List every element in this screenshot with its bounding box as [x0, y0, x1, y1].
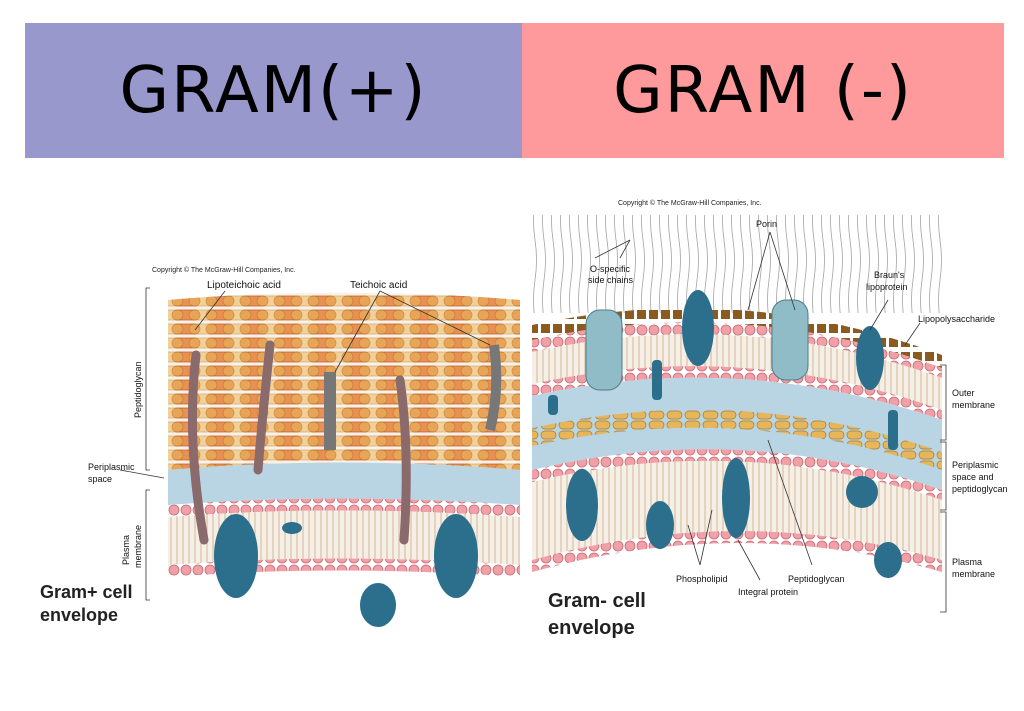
plasma-membrane-vertical-label-1: Plasma	[121, 535, 131, 565]
porin-proteins	[585, 299, 809, 391]
peptidoglycan-label: Peptidoglycan	[788, 574, 845, 584]
teichoic-acid-rods	[187, 340, 502, 545]
space-label: space	[88, 474, 112, 484]
porin-label: Porin	[756, 219, 777, 229]
integral-protein-label: Integral protein	[738, 587, 798, 597]
gram-positive-caption-line2: envelope	[40, 605, 118, 625]
o-specific-label-1: O-specific	[590, 264, 631, 274]
gram-negative-periplasm	[532, 377, 942, 490]
teichoic-acid-label: Teichoic acid	[350, 280, 407, 291]
plasma-membrane-label-1: Plasma	[952, 557, 982, 567]
gram-negative-copyright: Copyright © The McGraw-Hill Companies, I…	[618, 199, 762, 207]
phospholipid-label: Phospholipid	[676, 574, 728, 584]
periplasmic-label: Periplasmic	[88, 462, 135, 472]
gram-positive-title: GRAM(+)	[119, 53, 428, 128]
gram-positive-membrane-proteins	[214, 514, 478, 627]
lipopolysaccharide-band	[532, 308, 942, 368]
brauns-label-1: Braun's	[874, 270, 905, 280]
gram-negative-membrane-proteins	[548, 290, 902, 578]
gram-negative-diagram: Copyright © The McGraw-Hill Companies, I…	[532, 199, 1008, 639]
gram-positive-caption-line1: Gram+ cell	[40, 582, 133, 602]
o-specific-label-2: side chains	[588, 275, 634, 285]
o-specific-side-chains	[532, 215, 942, 313]
plasma-membrane-vertical-label-2: membrane	[133, 525, 143, 568]
gram-negative-title: GRAM (-)	[613, 53, 913, 128]
plasma-membrane-label-2: membrane	[952, 569, 995, 579]
gram-positive-copyright: Copyright © The McGraw-Hill Companies, I…	[152, 266, 296, 274]
periplasmic-label-1: Periplasmic	[952, 460, 999, 470]
gram-negative-caption-line2: envelope	[548, 617, 635, 639]
peptidoglycan-vertical-label: Peptidoglycan	[133, 361, 143, 418]
gram-positive-brackets	[119, 287, 491, 601]
gram-negative-brackets	[594, 231, 947, 613]
gram-positive-diagram: Copyright © The McGraw-Hill Companies, I…	[40, 266, 520, 627]
lipoteichoic-acid-label: Lipoteichoic acid	[207, 280, 281, 291]
periplasmic-label-2: space and	[952, 472, 994, 482]
lps-label: Lipopolysaccharide	[918, 314, 995, 324]
brauns-label-2: lipoprotein	[866, 282, 908, 292]
outer-membrane	[532, 322, 942, 420]
outer-membrane-label-2: membrane	[952, 400, 995, 410]
gram-negative-peptidoglycan	[532, 409, 942, 470]
outer-membrane-label-1: Outer	[952, 388, 975, 398]
periplasmic-label-3: peptidoglycan	[952, 484, 1008, 494]
gram-negative-header: GRAM (-)	[522, 23, 1004, 158]
gram-positive-header: GRAM(+)	[25, 23, 522, 158]
gram-negative-caption-line1: Gram- cell	[548, 590, 646, 612]
